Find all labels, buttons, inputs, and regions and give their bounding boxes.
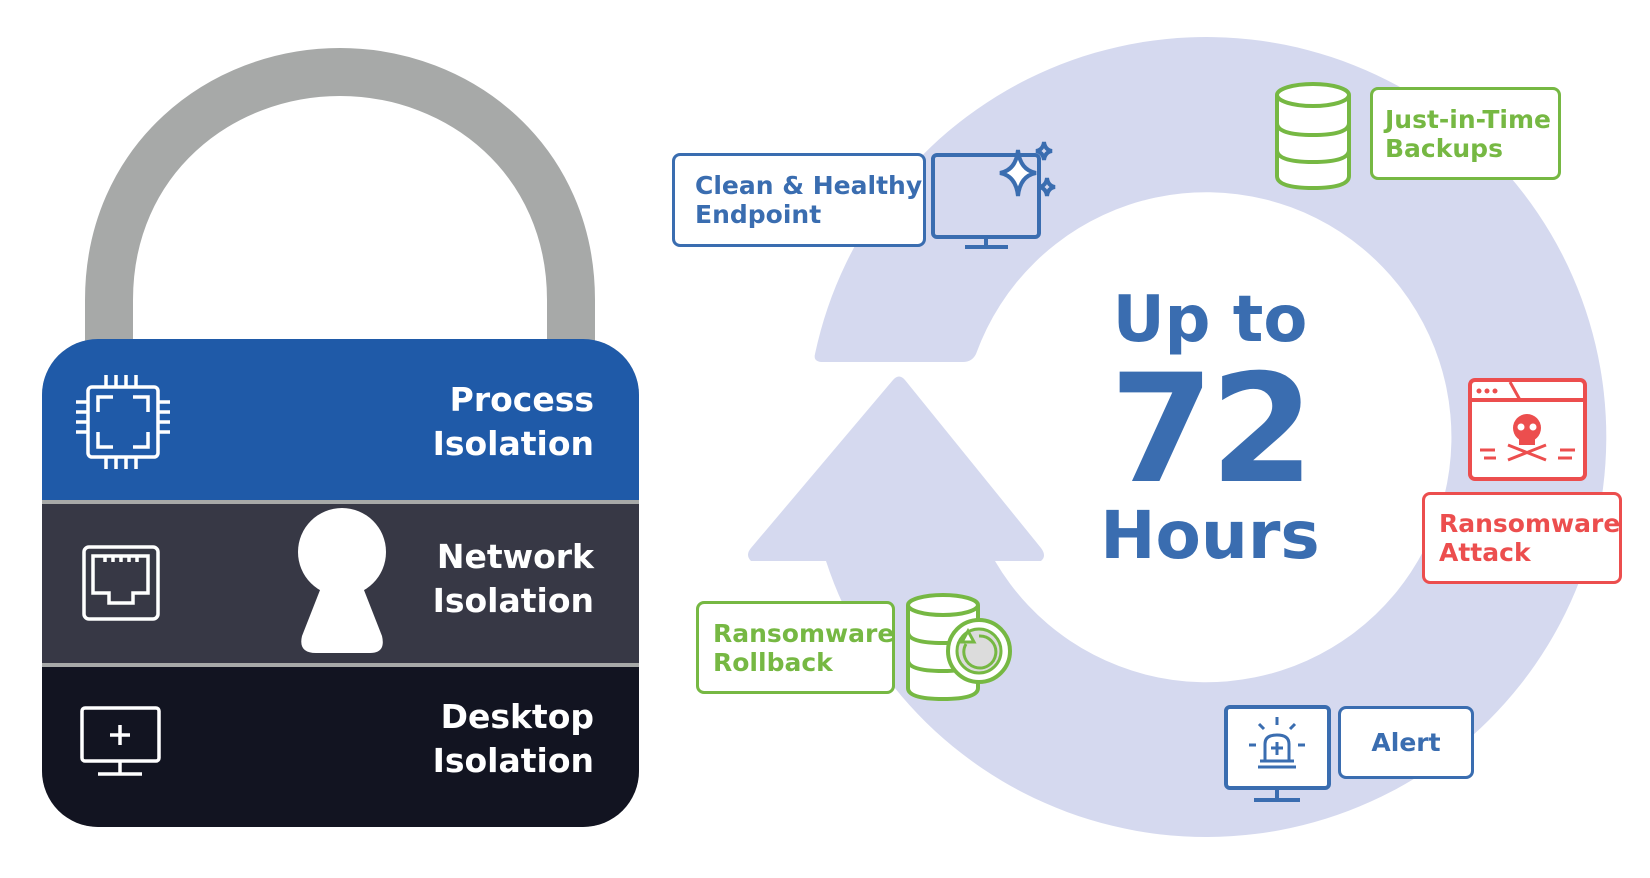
- center-hours-label: Hours: [1100, 497, 1320, 574]
- lock-band-process-isolation: Process Isolation: [433, 378, 594, 466]
- step-ransomware-rollback: Ransomware Rollback: [696, 601, 895, 694]
- database-icon: [1275, 82, 1351, 191]
- alarm-monitor-icon: [1224, 705, 1331, 802]
- cpu-chip-icon: [76, 375, 170, 469]
- band-label-line1: Network: [436, 537, 594, 576]
- band-label-line1: Desktop: [440, 697, 594, 736]
- step-label-line2: Rollback: [713, 647, 833, 677]
- keyhole-icon: [298, 508, 386, 653]
- center-hours-number: 72: [1109, 343, 1315, 517]
- band-label-line2: Isolation: [432, 581, 594, 620]
- step-label-line1: Alert: [1371, 728, 1441, 757]
- step-label-line1: Ransomware: [713, 618, 895, 648]
- lock-shackle: [85, 47, 595, 345]
- band-label-line2: Isolation: [432, 424, 594, 463]
- monitor-plus-icon: [80, 706, 161, 776]
- browser-skull-icon: [1468, 378, 1587, 481]
- lock-band-desktop-isolation: Desktop Isolation: [433, 695, 594, 783]
- band-label-line1: Process: [449, 380, 594, 419]
- band-label-line2: Isolation: [432, 741, 594, 780]
- step-ransomware-attack: Ransomware Attack: [1422, 492, 1622, 584]
- database-restore-icon: [906, 593, 1012, 702]
- ethernet-port-icon: [82, 545, 160, 621]
- sparkling-monitor-icon: [931, 141, 1056, 249]
- step-label-line1: Ransomware: [1439, 509, 1621, 538]
- step-just-in-time-backups: Just-in-Time Backups: [1370, 87, 1561, 180]
- center-up-to: Up to: [1112, 283, 1308, 357]
- step-alert: Alert: [1338, 706, 1474, 779]
- step-clean-healthy-endpoint: Clean & Healthy Endpoint: [672, 153, 926, 247]
- step-label-line2: Attack: [1439, 538, 1531, 567]
- step-label-line2: Endpoint: [695, 200, 822, 229]
- step-label-line1: Clean & Healthy: [695, 171, 923, 200]
- lock-body: [42, 339, 639, 827]
- step-label-line1: Just-in-Time: [1385, 104, 1552, 134]
- lock-band-network-isolation: Network Isolation: [433, 535, 594, 623]
- step-label-line2: Backups: [1385, 133, 1503, 163]
